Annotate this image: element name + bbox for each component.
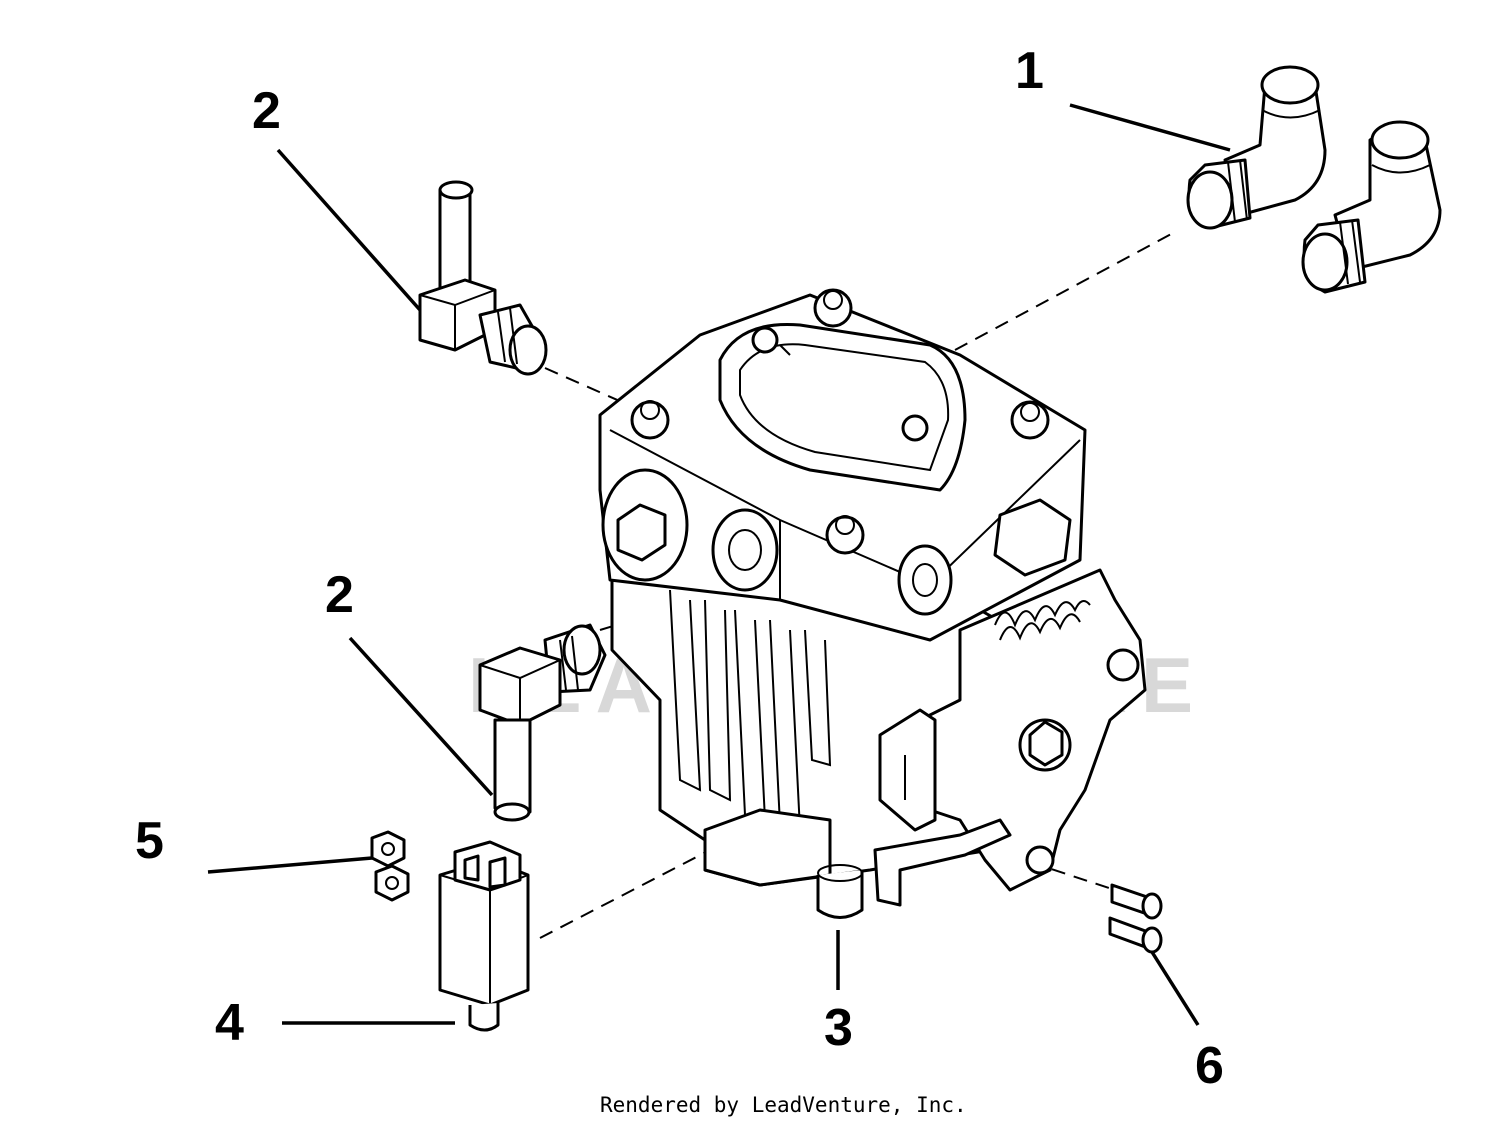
pressure-switch — [438, 840, 530, 1032]
hose-elbow-upper — [418, 180, 548, 376]
leader-lines — [207, 103, 1231, 1026]
callout-2-lower: 2 — [325, 566, 354, 624]
callout-1: 1 — [1015, 42, 1044, 100]
head-bolts — [630, 288, 1050, 555]
callout-5: 5 — [135, 812, 164, 870]
callout-3: 3 — [824, 999, 853, 1057]
elbow-fitting-rear — [1301, 120, 1442, 294]
render-credit: Rendered by LeadVenture, Inc. — [600, 1093, 967, 1117]
callout-2-upper: 2 — [252, 82, 281, 140]
governor-bracket — [873, 568, 1147, 907]
screws — [1108, 883, 1163, 954]
callout-4: 4 — [215, 994, 244, 1052]
elbow-fitting-front — [1186, 65, 1327, 230]
pump-body — [598, 288, 1087, 919]
callout-6: 6 — [1195, 1037, 1224, 1095]
nuts — [370, 830, 410, 902]
hose-elbow-lower — [478, 623, 607, 822]
